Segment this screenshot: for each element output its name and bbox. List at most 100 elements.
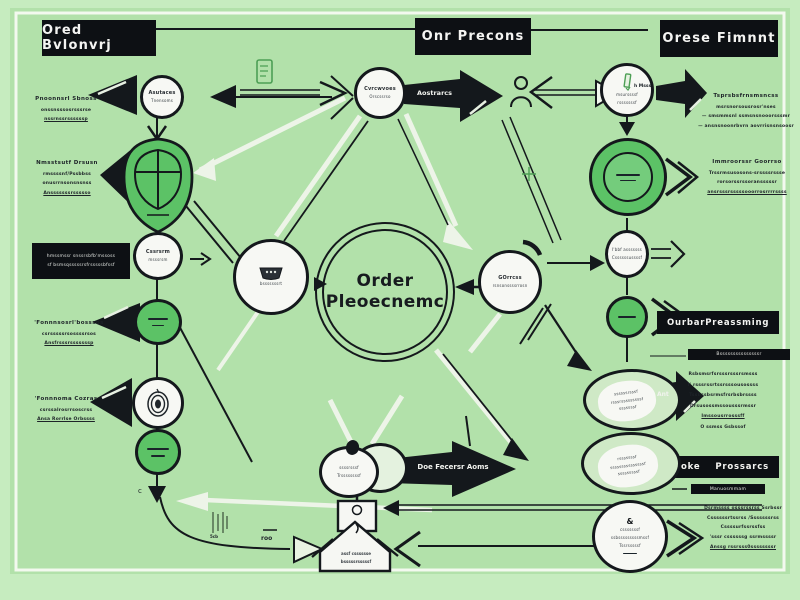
node-blob-1: ssssssrsssf rsssrsssssssssf sssssssf: [583, 369, 681, 431]
node-donut: [589, 138, 667, 216]
node-label: Cssrsrm: [145, 248, 171, 255]
dash-decoration: [623, 552, 637, 554]
text-block-left-4: 'Fonnnoma Cozras csrssalrosrrsoscrss Ans…: [34, 396, 98, 423]
node-mid-left-circle: bsssssssrt: [233, 239, 309, 315]
white-arrowhead-icon: [443, 220, 473, 250]
text-block-left-3: 'Fonnnsosrl'bosssos csrsssssrsossssrsos …: [34, 320, 104, 347]
node-label: GOrrcss: [498, 274, 522, 281]
node-left-circle-2: Cssrsrm msssrsm: [133, 232, 183, 280]
pencil-icon: [623, 73, 632, 92]
banner-order-format-label: Orese Fimnnt: [662, 31, 776, 46]
order-processes-word1: Oroke: [668, 462, 701, 472]
label-roo: roo: [261, 535, 273, 542]
house-label: assf csssssse bsssssrsssssf: [330, 550, 382, 565]
node-label: Asutaces: [148, 89, 176, 96]
banner-order-processing: Ourbar Preassming: [657, 311, 779, 334]
banner-mid-left-line2: sf bsmsqsssssrsfrsssssbfssf: [47, 263, 115, 268]
node-label: rsssssssf: [617, 100, 637, 105]
label-main-flow-arrow: Doe Fecersr Aoms: [417, 463, 489, 471]
basket-icon: [259, 267, 283, 281]
fingerprint-icon: [147, 388, 169, 417]
text-block-left-2: Nmsstsutf Drsusn rmssssnf/Pssbbss onusrr…: [36, 160, 98, 197]
node-label: Cvrcwvoes: [364, 85, 396, 92]
node-right-mid-circle: GOrrcss rsnsonssssrrosn: [478, 250, 542, 314]
node-top-right-circle: msurssssf rsssssssf: [600, 63, 654, 117]
order-processes-sub-label: Manuosmmam: [709, 486, 747, 492]
banner-order-process-label: Onr Precons: [421, 29, 525, 44]
node-label: Trssssssssf: [337, 472, 361, 478]
banner-order-process: Onr Precons: [415, 18, 531, 55]
node-label: ssssrsssf: [339, 464, 359, 470]
node-left-circle-4: [132, 377, 184, 429]
lock-icon: [351, 504, 363, 516]
label-abstracts-arrow: Aostrarcs: [417, 89, 452, 97]
node-label: rsnsonssssrrosn: [492, 283, 528, 289]
blob-2-inner: rsssssssf sssssssssssssssf sssssssssf: [595, 441, 661, 491]
house-line2: bsssssrsssssf: [340, 558, 372, 564]
label-ant-arrow: Ant: [657, 391, 669, 398]
label-barcode-caption: 5cb: [210, 534, 219, 539]
node-label: bsssssssrt: [259, 281, 283, 287]
banner-order-delivery: Ored Bvlonvrj: [42, 20, 156, 56]
white-arrowhead-icon: [176, 492, 208, 511]
node-center-hub: Order Pleoecnemc: [315, 222, 455, 362]
label-muss: h Msss: [634, 84, 652, 89]
node-label: sssssssf: [618, 404, 637, 412]
center-title-line2: Pleoecnemc: [325, 292, 445, 312]
node-label: Cssssssussssf: [611, 254, 643, 260]
dash-decoration: [616, 173, 640, 176]
abstracts-arrow: [404, 70, 503, 122]
squiggle-icon: [355, 523, 359, 534]
node-label: msssrsm: [148, 257, 168, 263]
banner-order-processes: Oroke Prossarcs: [658, 456, 779, 478]
document-icon: [256, 59, 273, 84]
dash-decoration: [148, 318, 168, 320]
dash-decoration: [620, 179, 636, 181]
text-block-right-3: Rsbsmsrfsrsssrsssrsmsss I' rsssrssrtssrs…: [687, 372, 759, 430]
left-arrow-icon: [88, 75, 137, 115]
banner-order-format: Orese Fimnnt: [660, 20, 778, 57]
center-hub-inner-ring: Order Pleoecnemc: [322, 229, 448, 355]
node-label: csssssssf: [620, 527, 640, 533]
node-label: ssbsssssssssmssf: [610, 535, 650, 541]
node-label: Orscssrso: [369, 94, 391, 100]
label-c-mark: c: [138, 487, 142, 495]
node-bottom-right-circle: & csssssssf ssbsssssssssmssf Tssrsssssf: [592, 500, 668, 573]
node-label: sssssssssf: [617, 469, 641, 477]
house-line1: assf csssssse: [341, 551, 371, 556]
person-icon: [510, 76, 532, 108]
frame-border: [14, 11, 786, 572]
center-title-line1: Order: [356, 270, 414, 291]
order-processes-word2: Prossarcs: [715, 462, 769, 472]
order-processing-word2: Preassming: [705, 317, 770, 328]
banner-order-delivery-label: Ored Bvlonvrj: [42, 23, 112, 53]
node-blob-2: rsssssssf sssssssssssssssf sssssssssf: [581, 432, 681, 495]
node-top-center-circle: Cvrcwvoes Orscssrso: [354, 67, 406, 119]
hollow-arrowhead-icon: [293, 535, 325, 564]
white-sketch-arrows: [176, 95, 516, 513]
barcode-icon: [212, 512, 228, 533]
node-left-circle-3: [134, 299, 182, 345]
node-right-circle-3: [606, 296, 648, 338]
banner-mid-left-line1: hmssmssr snssrsbfb'mssoss: [46, 253, 116, 259]
black-arrowheads: [88, 69, 707, 516]
center-hub-title: Order Pleoecnemc: [326, 271, 445, 314]
text-block-left-1: Pnoonnsrl Sbnoss onssnsssosrsssrse nssrn…: [35, 96, 97, 123]
left-arrow-icon: [92, 303, 140, 342]
text-block-right-4: Dsrmssss osssrssrss Ssrbssr Cssssssrtssr…: [704, 506, 782, 550]
house-node: [311, 499, 399, 573]
node-label: msurssssf: [616, 92, 638, 98]
node-top-left-circle: Asutaces Tnensoms: [140, 75, 184, 119]
text-block-right-1: Tsprsbsfrnsmsncss msrsnorsousrosr'nses —…: [698, 93, 794, 130]
node-label: Tnensoms: [150, 98, 174, 104]
node-right-circle-2: I'bbf asssssss Cssssssussssf: [605, 230, 649, 278]
node-label: Tssrsssssf: [619, 542, 641, 548]
donut-inner: [603, 152, 653, 202]
order-processing-sub-label: Bsssssssssssssssr: [716, 352, 762, 357]
order-processes-substrip: Manuosmmam: [691, 484, 765, 494]
ampersand-glyph: &: [626, 517, 634, 527]
node-left-circle-5: [135, 429, 181, 475]
sparkle-icon: [522, 167, 536, 181]
order-processing-word1: Ourbar: [667, 317, 706, 328]
